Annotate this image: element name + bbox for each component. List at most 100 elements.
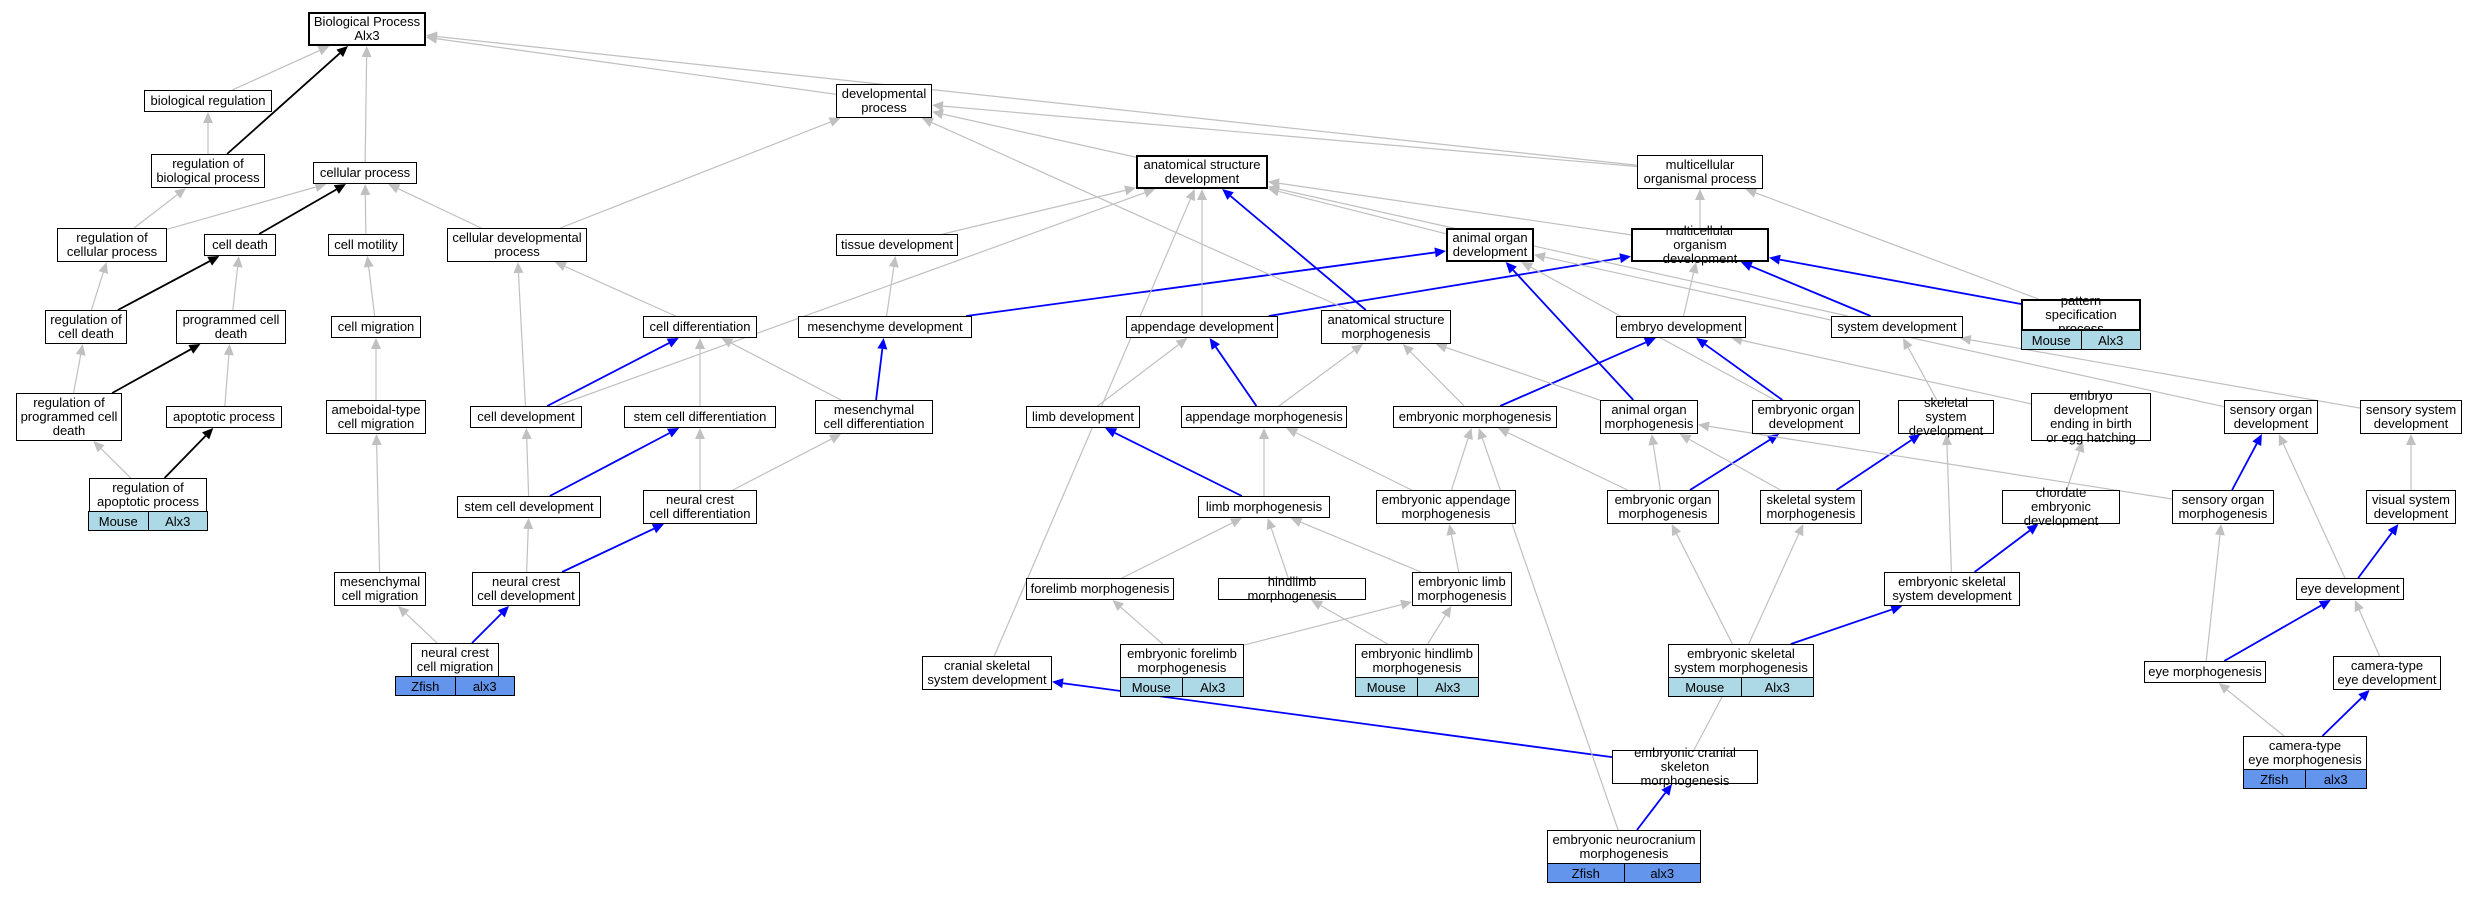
arrowhead-icon [1890, 604, 1903, 615]
arrowhead-icon [426, 31, 438, 42]
edge-line [1499, 341, 1647, 407]
node-celldevproc: cellular developmental process [447, 228, 587, 262]
edge-line [1689, 439, 1771, 491]
edge-line [1300, 521, 1422, 573]
arrowhead-icon [1229, 518, 1242, 528]
annotation-gene: alx3 [454, 677, 515, 695]
arrowhead-icon [1908, 434, 1921, 445]
node-chordate: chordate embryonic development [2002, 486, 2120, 528]
arrowhead-icon [2026, 524, 2039, 535]
arrowhead-icon [1679, 434, 1692, 444]
edge-ncdev-to-ncdiff [561, 524, 664, 573]
edge-appdev-to-mod [1268, 253, 1631, 317]
arrowhead-icon [336, 46, 348, 58]
edge-ncdiff-to-mesdiff [732, 434, 842, 491]
edge-eod-to-embdev [1696, 338, 1783, 401]
node-essd: embryonic skeletal system development [1884, 572, 2020, 606]
edge-line [166, 186, 316, 230]
edge-stemdev-to-celldev [521, 428, 532, 497]
node-apop: apoptotic process [166, 406, 282, 428]
node-eam: embryonic appendage morphogenesis [1376, 490, 1516, 524]
edge-stemdiff-to-celldiff [695, 338, 705, 406]
arrowhead-icon [371, 434, 382, 446]
edge-rbp-to-bp [226, 46, 348, 155]
arrowhead-icon [1209, 338, 1220, 350]
edge-line [1790, 608, 1893, 645]
arrowhead-icon [2387, 524, 2399, 536]
annotation-species: Mouse [1685, 679, 1725, 695]
node-bp: Biological Process Alx3 [308, 12, 426, 46]
edge-eom-to-aom [1648, 434, 1661, 491]
arrowhead-icon [932, 101, 944, 112]
arrowhead-icon [521, 428, 532, 440]
node-eom: embryonic organ morphogenesis [1607, 490, 1719, 524]
arrowhead-icon [93, 441, 105, 453]
edge-line [1114, 432, 1243, 497]
node-sensys: sensory system development [2360, 400, 2462, 434]
edge-line [364, 194, 367, 235]
node-essm: embryonic skeletal system morphogenesis [1668, 644, 1814, 678]
edge-line [376, 444, 381, 573]
edge-eom-to-embmorph [1497, 428, 1628, 491]
arrowhead-icon [1534, 252, 1546, 262]
edge-line [1121, 522, 1233, 579]
arrowhead-icon [1619, 253, 1631, 264]
annotation-species: Zfish [411, 678, 440, 694]
node-ehm: embryonic hindlimb morphogenesis [1355, 644, 1479, 678]
edge-rbp-to-breg [203, 112, 213, 154]
node-sensdev: sensory organ development [2224, 400, 2318, 434]
annotation-species: Mouse [1131, 679, 1171, 695]
edge-cameye-to-camdev [2321, 690, 2370, 737]
arrowhead-icon [203, 112, 213, 123]
node-rpcd: regulation of programmed cell death [16, 393, 122, 441]
edge-mesmig-to-amoeb [371, 434, 382, 573]
edge-line [163, 435, 207, 479]
node-ssm: skeletal system morphogenesis [1760, 490, 1862, 524]
arrowhead-icon [1259, 428, 1269, 439]
node-forelimb: forelimb morphogenesis [1026, 578, 1174, 600]
annotation-gene: Alx3 [1416, 678, 1479, 696]
arrowhead-icon [232, 256, 243, 268]
edge-line [111, 348, 192, 394]
arrowhead-icon [1052, 678, 1064, 689]
edge-sysdev-to-mod [1740, 261, 1871, 317]
arrowhead-icon [1400, 599, 1412, 610]
arrowhead-icon [1435, 342, 1448, 353]
arrowhead-icon [371, 338, 381, 349]
arrowhead-icon [667, 428, 680, 438]
edge-mesdiff-to-mesdev [875, 338, 888, 401]
arrowhead-icon [1197, 189, 1207, 200]
edge-cellproc-to-bp [361, 46, 372, 163]
arrowhead-icon [921, 117, 934, 128]
arrowhead-icon [2406, 434, 2416, 445]
edge-ehm-to-elm [1427, 606, 1452, 645]
arrowhead-icon [1434, 247, 1446, 258]
edge-line [90, 272, 104, 311]
edge-line [1682, 272, 1695, 317]
edge-line [732, 438, 832, 491]
arrowhead-icon [1124, 185, 1136, 196]
node-celldev: cell development [470, 406, 582, 428]
edge-ncdiff-to-stemdiff [695, 428, 705, 490]
arrowhead-icon [2218, 683, 2231, 694]
arrowhead-icon [497, 606, 509, 618]
node-cranial: cranial skeletal system development [922, 656, 1052, 690]
node-stemdiff: stem cell differentiation [624, 406, 776, 428]
edge-line [942, 113, 1137, 158]
edge-essm-to-eom [1671, 524, 1733, 645]
edge-eam-to-appmorph [1286, 428, 1412, 491]
edge-breg-to-bp [232, 45, 330, 91]
node-psp: pattern specification process [2021, 294, 2141, 336]
edge-line [1755, 192, 2039, 300]
edge-hindlimb-to-limbmorph [1266, 518, 1289, 579]
node-cellproc: cellular process [313, 162, 417, 184]
node-aod: animal organ development [1446, 228, 1534, 262]
arrowhead-icon [888, 256, 899, 268]
edge-ncmig-to-ncdev [471, 606, 509, 644]
arrowhead-icon [1505, 262, 1517, 274]
edge-line [942, 189, 1126, 235]
arrowhead-icon [1175, 338, 1188, 349]
edge-line [1974, 529, 2031, 573]
